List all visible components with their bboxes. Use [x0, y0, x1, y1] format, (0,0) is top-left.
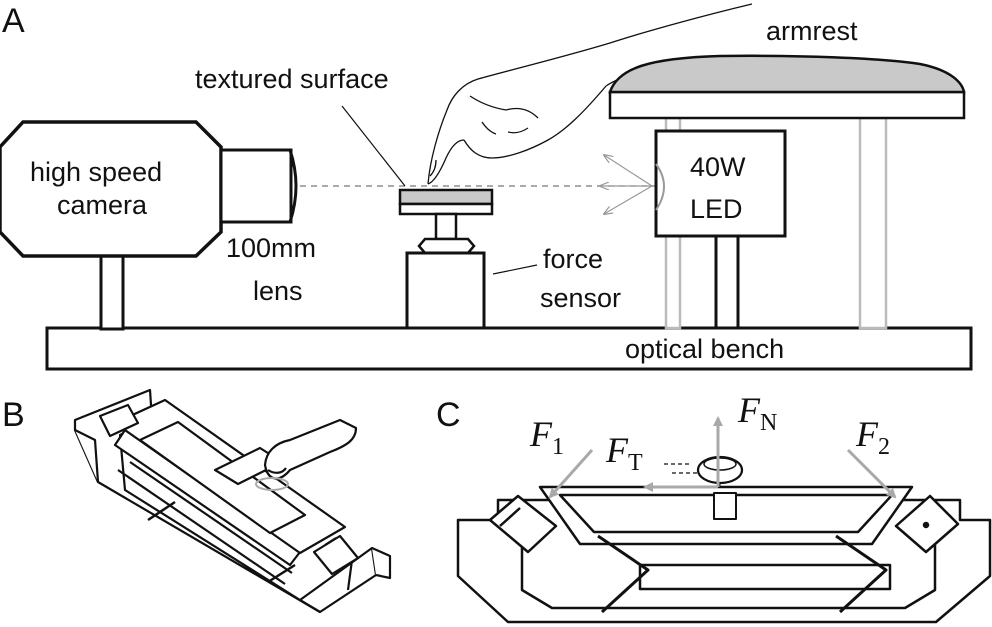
panel-label-c: C — [436, 396, 461, 434]
fingertip-contact — [696, 455, 744, 487]
camera-label-line1: high speed — [30, 157, 162, 187]
force-sensor-pointer — [492, 264, 538, 275]
camera-body — [0, 120, 298, 331]
lens-label-line1: 100mm — [226, 233, 316, 263]
led-label-line2: LED — [690, 194, 743, 224]
led-lamp — [600, 129, 787, 330]
camera-label-line2: camera — [57, 190, 148, 220]
textured-surface-label: textured surface — [195, 64, 389, 94]
optical-bench — [45, 326, 973, 371]
panel-label-a: A — [2, 2, 25, 40]
device-isometric — [73, 388, 392, 614]
force-normal-label: FN — [737, 390, 777, 436]
force-2-arrow — [846, 448, 897, 499]
force-1-arrow — [548, 449, 594, 499]
panel-label-b: B — [2, 396, 25, 434]
force-sensor — [398, 188, 494, 330]
force-1-label: F1 — [529, 414, 564, 460]
textured-surface-pointer — [341, 105, 406, 187]
optical-bench-label: optical bench — [625, 334, 784, 364]
force-2-label: F2 — [855, 414, 890, 460]
force-sensor-label-line1: force — [543, 244, 603, 274]
lens-label-line2: lens — [253, 276, 303, 306]
armrest-label: armrest — [766, 16, 858, 46]
force-tangential-label: FT — [605, 430, 643, 476]
force-sensor-label-line2: sensor — [540, 283, 621, 313]
led-label-line1: 40W — [690, 152, 746, 182]
device-front-view — [456, 485, 992, 624]
